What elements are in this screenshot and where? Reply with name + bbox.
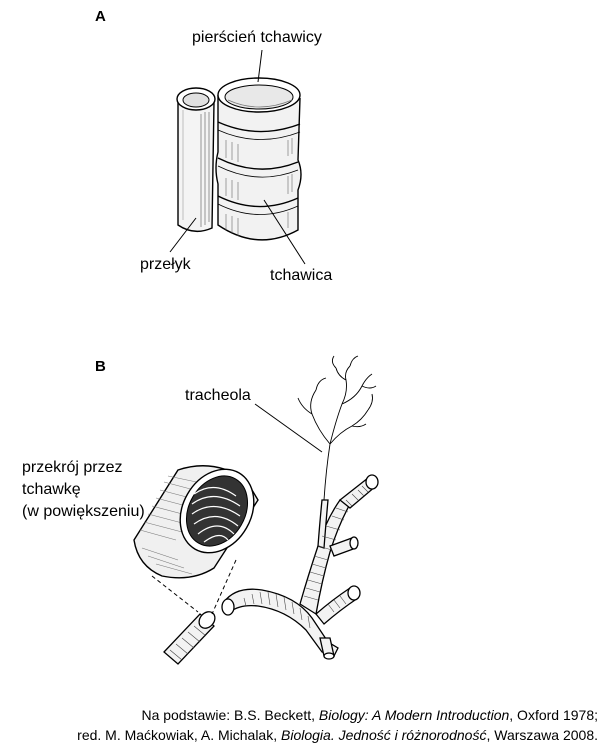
source-line-2: red. M. Maćkowiak, A. Michalak, Biologia… [77, 726, 598, 744]
label-esophagus: przełyk [140, 255, 191, 275]
panel-b-letter: B [95, 358, 106, 375]
label-section-line2: tchawkę [22, 480, 81, 500]
source-line1-prefix: Na podstawie: B.S. Beckett, [141, 707, 318, 723]
source-line2-suffix: , Warszawa 2008. [486, 727, 598, 743]
label-tracheola: tracheola [185, 386, 251, 406]
label-trachea: tchawica [270, 266, 332, 286]
tracheola-leader-line [255, 404, 322, 452]
source-line2-prefix: red. M. Maćkowiak, A. Michalak, [77, 727, 281, 743]
magnify-line-left [152, 576, 198, 612]
esophagus-drawing [177, 88, 215, 231]
source-line2-title: Biologia. Jedność i różnorodność [281, 727, 486, 743]
source-line-1: Na podstawie: B.S. Beckett, Biology: A M… [141, 706, 598, 724]
tracheole-branches [298, 356, 376, 500]
ring-leader-line [258, 50, 262, 82]
trachea-drawing [216, 78, 301, 240]
label-section-line1: przekrój przez [22, 458, 122, 478]
cross-section-drawing [134, 456, 268, 578]
label-tracheal-ring: pierścień tchawicy [192, 28, 322, 48]
source-line1-suffix: , Oxford 1978; [509, 707, 598, 723]
label-section-line3: (w powiększeniu) [22, 502, 145, 522]
small-tracheal-tube [164, 609, 218, 664]
source-line1-title: Biology: A Modern Introduction [319, 707, 509, 723]
